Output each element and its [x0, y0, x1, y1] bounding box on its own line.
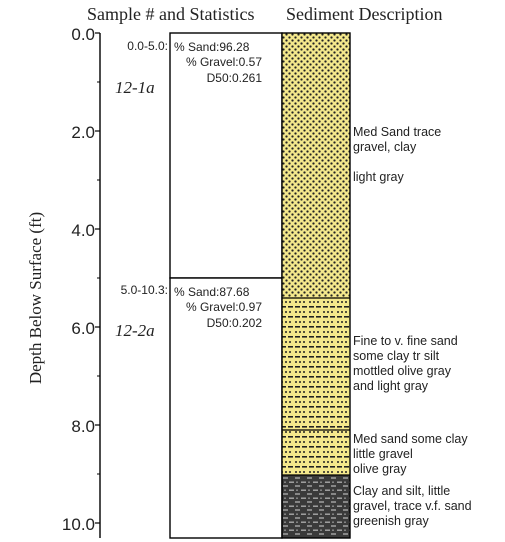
layer-2-pattern — [282, 298, 350, 430]
layer-1-pattern — [282, 33, 350, 298]
lithology-column — [281, 32, 351, 539]
sample-1-interval: 0.0-5.0: — [127, 39, 168, 53]
layer-2-description: Fine to v. fine sand some clay tr silt m… — [353, 334, 458, 393]
sample-2-id: 12-2a — [115, 321, 155, 340]
sample-2-sand: % Sand:87.68 — [174, 285, 250, 299]
sample-2-gravel: % Gravel:0.97 — [186, 300, 262, 314]
layer-4-description: Clay and silt, little gravel, trace v.f.… — [353, 484, 472, 528]
sample-2-d50: D50:0.202 — [207, 316, 263, 330]
tick-label-0: 0.0 — [71, 25, 95, 44]
layer-3-pattern — [282, 430, 350, 475]
sample-2-interval: 5.0-10.3: — [121, 283, 168, 297]
description-header: Sediment Description — [286, 4, 443, 24]
layer-1-description: Med Sand trace gravel, clay light gray — [353, 125, 442, 184]
depth-axis — [95, 32, 101, 538]
sample-box-2 — [169, 277, 283, 539]
tick-label-2: 2.0 — [71, 123, 95, 142]
tick-label-6: 6.0 — [71, 319, 95, 338]
layer-4-pattern — [282, 475, 350, 538]
sample-1-id: 12-1a — [115, 78, 155, 97]
tick-label-10: 10.0 — [62, 515, 95, 534]
tick-label-4: 4.0 — [71, 221, 95, 240]
sample-box-1 — [169, 32, 283, 279]
layer-3-description: Med sand some clay little gravel olive g… — [353, 432, 468, 476]
sample-1-d50: D50:0.261 — [207, 71, 263, 85]
sample-1-gravel: % Gravel:0.57 — [186, 55, 262, 69]
samples-header: Sample # and Statistics — [87, 4, 255, 24]
tick-label-8: 8.0 — [71, 417, 95, 436]
sample-1-sand: % Sand:96.28 — [174, 40, 250, 54]
